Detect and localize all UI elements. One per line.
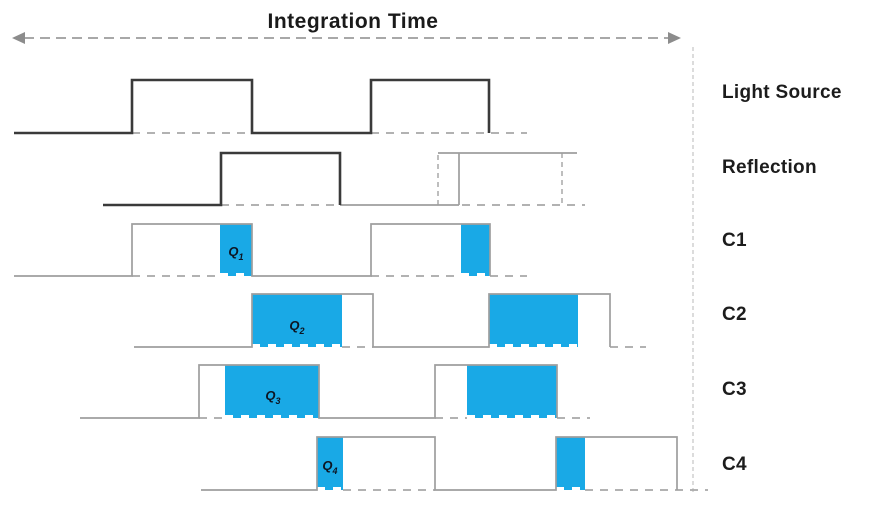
arrow-head-left-icon <box>12 32 25 44</box>
light-source-waveform <box>14 78 491 135</box>
charge-q4-region <box>317 437 343 490</box>
integration-time-arrow <box>12 32 681 44</box>
charge-q2-label: Q2 <box>289 318 304 336</box>
charge-q4-second-region <box>556 437 585 490</box>
q4-subscript: 4 <box>332 466 338 476</box>
charge-q1-label: Q1 <box>228 244 243 262</box>
c3-label: C3 <box>722 379 747 400</box>
row-c3: Q3 C3 <box>80 364 747 419</box>
integration-time-title: Integration Time <box>268 10 439 33</box>
q3-subscript: 3 <box>276 396 281 406</box>
light-source-label: Light Source <box>722 82 842 103</box>
c4-waveform <box>201 436 678 491</box>
charge-q2-region <box>252 294 342 347</box>
charge-q1-second-region <box>461 224 490 276</box>
c1-waveform <box>14 223 491 277</box>
charge-q4-label: Q4 <box>322 458 337 476</box>
charge-q1-region <box>220 224 252 276</box>
charge-q3-second-region <box>467 365 557 418</box>
c3-waveform <box>80 364 558 419</box>
row-c4: Q4 C4 <box>201 436 747 491</box>
row-reflection: Reflection <box>103 151 817 207</box>
q3-symbol: Q <box>265 388 275 403</box>
c2-waveform <box>134 293 611 348</box>
q4-symbol: Q <box>322 458 332 473</box>
charge-q3-region <box>225 365 319 418</box>
reflection-second-pulse <box>340 152 577 206</box>
reflection-label: Reflection <box>722 157 817 178</box>
q1-symbol: Q <box>228 244 238 259</box>
row-c2: Q2 C2 <box>134 293 747 348</box>
q1-subscript: 1 <box>239 252 244 262</box>
charge-q2-second-region <box>489 294 578 347</box>
row-c1: Q1 C1 <box>14 223 747 277</box>
row-light-source: Light Source <box>14 78 842 135</box>
charge-q3-label: Q3 <box>265 388 280 406</box>
arrow-head-right-icon <box>668 32 681 44</box>
reflection-second-pulse-dashed-edges <box>437 153 563 205</box>
q2-symbol: Q <box>289 318 299 333</box>
reflection-waveform <box>103 151 342 207</box>
c2-label: C2 <box>722 304 747 325</box>
c1-label: C1 <box>722 230 747 251</box>
c4-label: C4 <box>722 454 747 475</box>
q2-subscript: 2 <box>299 326 305 336</box>
